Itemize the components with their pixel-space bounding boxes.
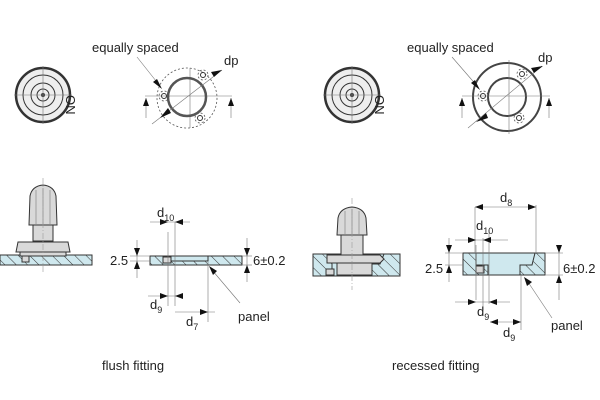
d10-label: d10	[476, 218, 493, 236]
knob-top-view-recessed: ON	[323, 66, 387, 124]
panel-section-recessed: d8 d10 2.5 6±0.2 d9 d9 panel	[425, 190, 595, 343]
flush-fitting-caption: flush fitting	[102, 358, 164, 373]
dp-label: dp	[224, 53, 238, 68]
hole-pattern-flush: equally spaced dp	[92, 40, 238, 129]
d10-label: d10	[157, 205, 174, 223]
panel-section-flush: d10 2.5 6±0.2 d9 d7 panel	[110, 205, 285, 332]
thickness-label: 6±0.2	[253, 253, 285, 268]
panel-label: panel	[551, 318, 583, 333]
d8-label: d8	[500, 190, 512, 208]
depth-2-5-label: 2.5	[425, 261, 443, 276]
knob-top-view-flush: ON	[14, 66, 78, 124]
recessed-fitting-caption: recessed fitting	[392, 358, 479, 373]
dp-label: dp	[538, 50, 552, 65]
equally-spaced-label: equally spaced	[407, 40, 494, 55]
on-marking: ON	[372, 95, 387, 115]
d9-label: d9	[477, 304, 489, 322]
equally-spaced-label: equally spaced	[92, 40, 179, 55]
thickness-label: 6±0.2	[563, 261, 595, 276]
d7-label: d7	[186, 314, 198, 332]
panel-label: panel	[238, 309, 270, 324]
knob-side-view-flush	[0, 178, 93, 272]
depth-2-5-label: 2.5	[110, 253, 128, 268]
d9-label-2: d9	[503, 325, 515, 343]
d9-label: d9	[150, 297, 162, 315]
on-marking: ON	[63, 95, 78, 115]
hole-pattern-recessed: equally spaced dp	[407, 40, 552, 134]
knob-side-view-recessed	[312, 198, 401, 290]
